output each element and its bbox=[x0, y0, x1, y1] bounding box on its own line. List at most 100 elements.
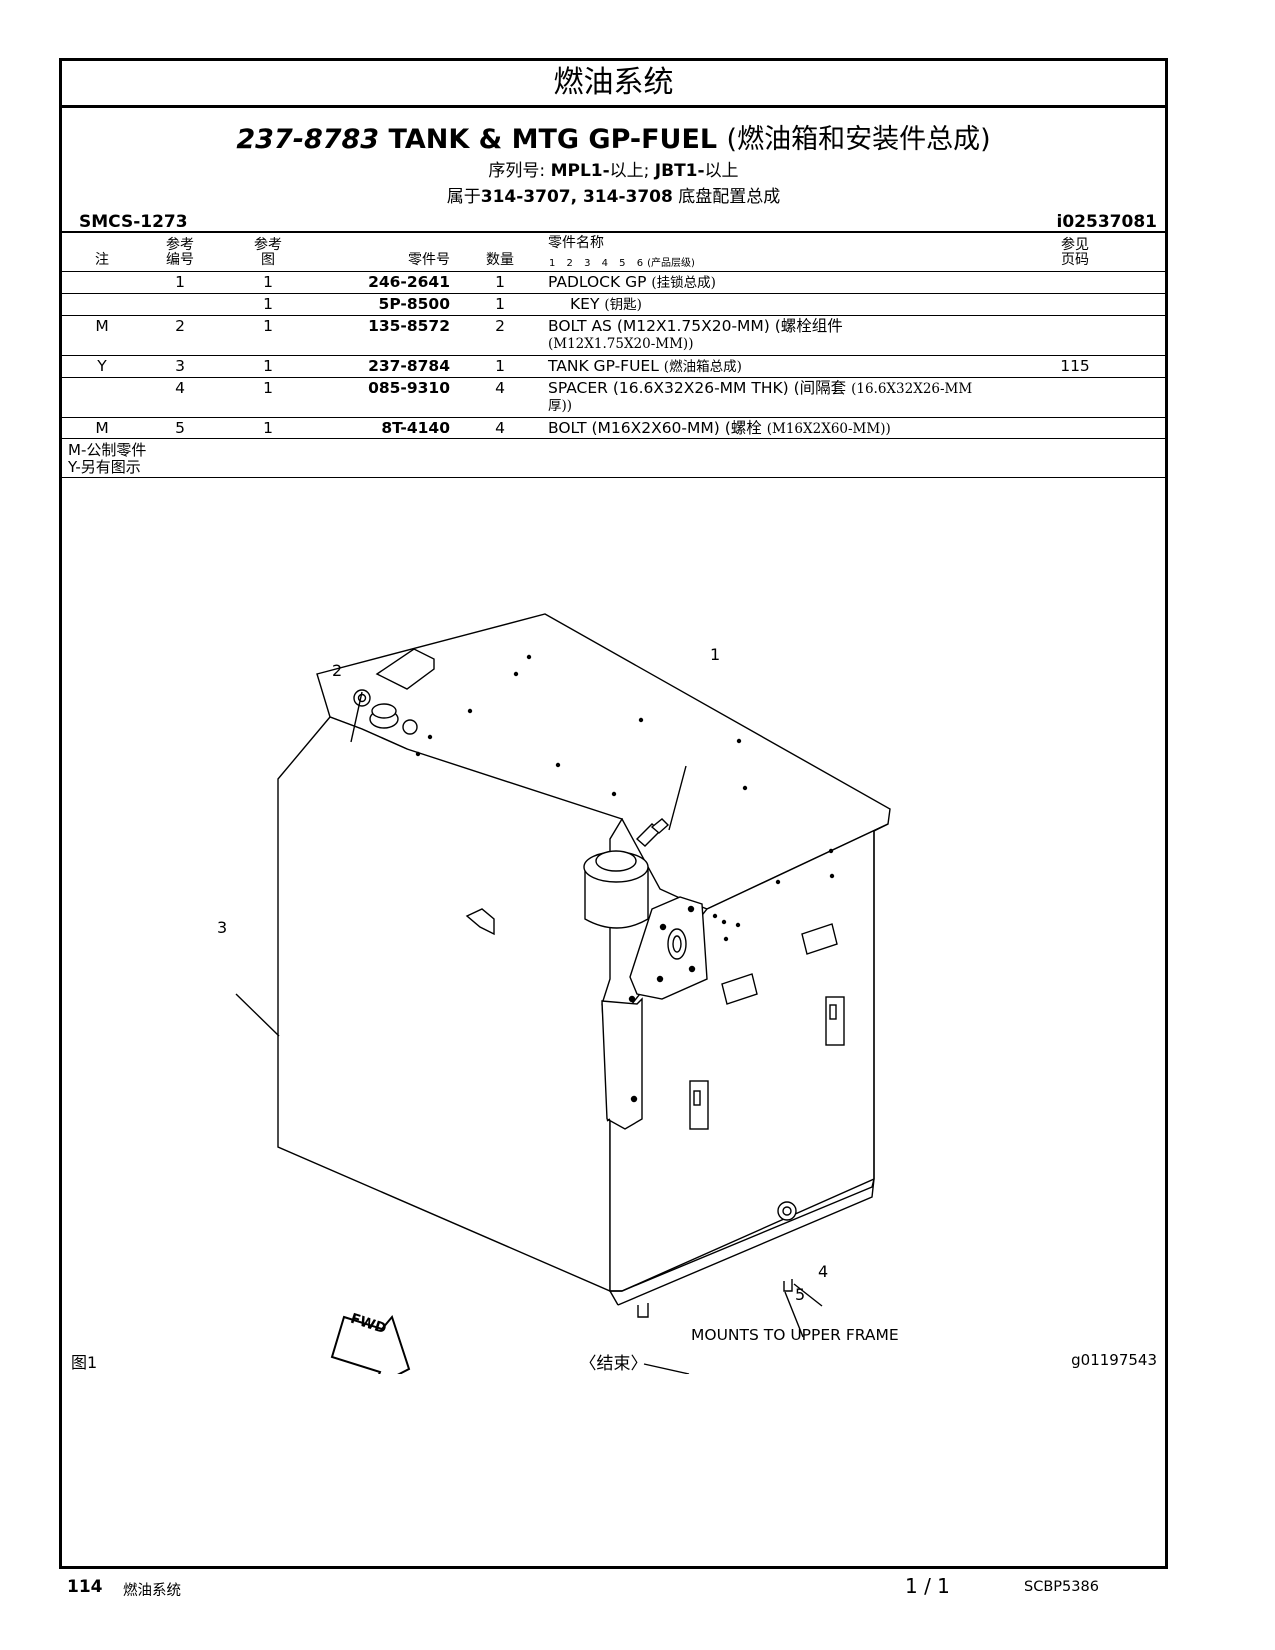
section-title: 燃油系统 bbox=[62, 61, 1165, 108]
callout-4: 4 bbox=[818, 1262, 829, 1281]
row-part-number: 5P-8500 bbox=[378, 295, 450, 313]
row-rule bbox=[62, 417, 1165, 418]
row-fig: 1 bbox=[263, 317, 273, 335]
row-note: Y bbox=[97, 357, 107, 375]
footer-section-name: 燃油系统 bbox=[123, 1583, 181, 1599]
callout-5: 5 bbox=[795, 1285, 806, 1304]
row-qty: 1 bbox=[495, 357, 505, 375]
smcs-code: SMCS-1273 bbox=[79, 212, 188, 232]
col-ref-header-2: 编号 bbox=[166, 252, 194, 268]
row-description-2: (M12X1.75X20-MM)) bbox=[548, 336, 694, 352]
row-fig: 1 bbox=[263, 357, 273, 375]
serial-label: 序列号: bbox=[488, 161, 546, 181]
row-ref: 3 bbox=[175, 357, 185, 375]
legend: M-公制零件 Y-另有图示 bbox=[68, 442, 146, 476]
row-note: M bbox=[95, 419, 109, 437]
row-rule bbox=[62, 315, 1165, 316]
member-parts: 314-3707, 314-3708 bbox=[480, 187, 673, 207]
row-fig: 1 bbox=[263, 379, 273, 397]
row-description: KEY (钥匙) bbox=[570, 295, 642, 314]
row-part-number: 246-2641 bbox=[368, 273, 450, 291]
legend-rule bbox=[62, 477, 1165, 478]
row-see-page[interactable]: 115 bbox=[1060, 357, 1090, 375]
row-rule bbox=[62, 293, 1165, 294]
callout-1: 1 bbox=[710, 645, 721, 664]
row-description: SPACER (16.6X32X26-MM THK) (间隔套 (16.6X32… bbox=[548, 379, 973, 398]
divider bbox=[62, 231, 1165, 233]
group-name-cn: (燃油箱和安装件总成) bbox=[726, 124, 991, 155]
row-note: M bbox=[95, 317, 109, 335]
col-fig-header-1: 参考 bbox=[254, 237, 282, 253]
row-description-2: 厚)) bbox=[548, 398, 573, 414]
tank-bottom-rail bbox=[609, 1178, 875, 1306]
serial-line: 序列号: MPL1-以上; JBT1-以上 bbox=[62, 156, 1165, 181]
group-part-number: 237-8783 bbox=[236, 124, 380, 155]
row-ref: 1 bbox=[175, 273, 185, 291]
member-suffix: 底盘配置总成 bbox=[678, 187, 781, 207]
leader-5 bbox=[784, 1291, 804, 1338]
legend-metric: M-公制零件 bbox=[68, 441, 147, 459]
group-title: 237-8783 TANK & MTG GP-FUEL (燃油箱和安装件总成) bbox=[62, 117, 1165, 156]
member-of-line: 属于314-3707, 314-3708 底盘配置总成 bbox=[62, 182, 1165, 207]
row-qty: 4 bbox=[495, 379, 505, 397]
illustration-id: i02537081 bbox=[1056, 212, 1157, 232]
col-page-header-1: 参见 bbox=[1061, 237, 1089, 253]
col-qty-header: 数量 bbox=[486, 252, 514, 268]
leader-1 bbox=[668, 765, 687, 831]
page-frame: 燃油系统 237-8783 TANK & MTG GP-FUEL (燃油箱和安装… bbox=[59, 58, 1168, 1569]
corner-bracket bbox=[601, 997, 643, 1130]
row-description: TANK GP-FUEL (燃油箱总成) bbox=[548, 357, 742, 376]
drain-plug bbox=[777, 1201, 797, 1221]
leader-3 bbox=[235, 993, 280, 1037]
col-fig-header-2: 图 bbox=[261, 252, 275, 268]
footer-doc-id: SCBP5386 bbox=[1024, 1579, 1099, 1595]
col-note-header: 注 bbox=[95, 252, 109, 268]
row-fig: 1 bbox=[263, 273, 273, 291]
row-qty: 1 bbox=[495, 273, 505, 291]
callout-3: 3 bbox=[217, 918, 228, 937]
tank-left-side bbox=[277, 716, 624, 1293]
callout-2: 2 bbox=[332, 661, 343, 680]
group-name-en: TANK & MTG GP-FUEL bbox=[388, 124, 718, 155]
fuel-tank-diagram bbox=[235, 613, 891, 1374]
row-part-number: 135-8572 bbox=[368, 317, 450, 335]
row-part-number: 237-8784 bbox=[368, 357, 450, 375]
row-fig: 1 bbox=[263, 419, 273, 437]
serial-prefix-1: MPL1- bbox=[550, 161, 610, 181]
leader-mount bbox=[643, 1363, 690, 1374]
col-levels-header: 1 2 3 4 5 6(产品层级) bbox=[549, 258, 695, 269]
legend-see-illustration: Y-另有图示 bbox=[68, 458, 141, 476]
row-fig: 1 bbox=[263, 295, 273, 313]
row-qty: 4 bbox=[495, 419, 505, 437]
end-label: 〈结束〉 bbox=[579, 1354, 648, 1374]
figure-label: 图1 bbox=[71, 1353, 98, 1372]
serial-suffix-2: 以上 bbox=[704, 161, 739, 181]
member-prefix: 属于 bbox=[446, 187, 481, 207]
row-ref: 4 bbox=[175, 379, 185, 397]
col-name-header: 零件名称 bbox=[548, 235, 604, 251]
footer-page-of: 1 / 1 bbox=[905, 1574, 950, 1598]
serial-prefix-2: JBT1- bbox=[654, 161, 705, 181]
fuel-filler-cap bbox=[584, 869, 649, 929]
row-ref: 5 bbox=[175, 419, 185, 437]
row-ref: 2 bbox=[175, 317, 185, 335]
row-qty: 1 bbox=[495, 295, 505, 313]
row-part-number: 085-9310 bbox=[368, 379, 450, 397]
fwd-arrow-icon bbox=[330, 1314, 411, 1374]
bolt-head bbox=[353, 689, 371, 707]
row-rule bbox=[62, 355, 1165, 356]
graphic-id: g01197543 bbox=[1071, 1351, 1157, 1369]
row-part-number: 8T-4140 bbox=[381, 419, 450, 437]
row-qty: 2 bbox=[495, 317, 505, 335]
tank-right-side bbox=[609, 823, 889, 1292]
footer-page-number: 114 bbox=[67, 1577, 103, 1597]
row-rule bbox=[62, 438, 1165, 439]
leader-2 bbox=[350, 691, 363, 743]
col-part-header: 零件号 bbox=[408, 252, 450, 268]
col-page-header-2: 页码 bbox=[1061, 252, 1089, 268]
serial-suffix-1: 以上; bbox=[609, 161, 650, 181]
mount-note: MOUNTS TO UPPER FRAME bbox=[691, 1326, 899, 1344]
leader-4 bbox=[793, 1283, 823, 1307]
header-rule bbox=[62, 271, 1165, 272]
row-description: BOLT (M16X2X60-MM) (螺栓 (M16X2X60-MM)) bbox=[548, 419, 891, 438]
